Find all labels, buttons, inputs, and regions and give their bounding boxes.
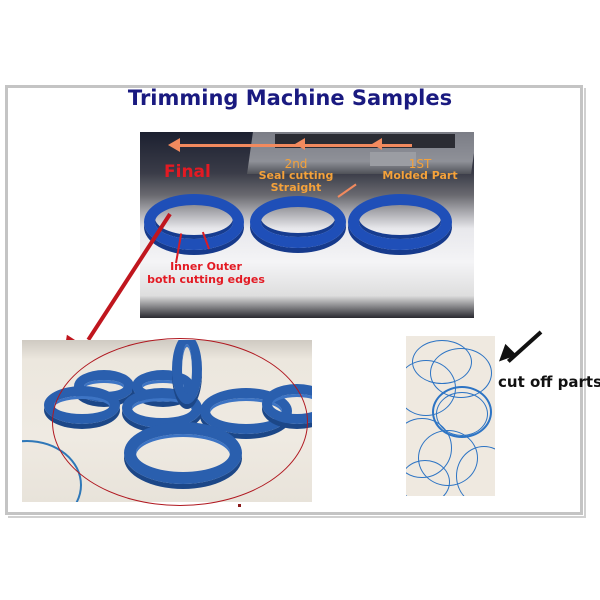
stray-dot bbox=[238, 504, 241, 507]
process-arrow-start-head-icon bbox=[372, 138, 382, 150]
first-step-desc: Molded Part bbox=[382, 169, 458, 182]
cutoff-ring bbox=[456, 446, 495, 496]
red-highlight-ellipse bbox=[52, 338, 308, 506]
second-step-desc-1: Seal cutting bbox=[258, 169, 334, 182]
slide-frame-shadow bbox=[8, 88, 586, 518]
first-step-label: 1ST Molded Part bbox=[365, 158, 474, 182]
final-seal-ring bbox=[144, 194, 244, 250]
cutting-edges-line-2: both cutting edges bbox=[147, 273, 265, 286]
second-step-title: 2nd bbox=[284, 157, 308, 171]
slide-title: Trimming Machine Samples bbox=[127, 86, 453, 110]
process-arrow-head-icon bbox=[168, 138, 180, 152]
cut-off-parts-photo bbox=[406, 336, 495, 496]
process-arrow-mid-head-icon bbox=[295, 138, 305, 150]
cutting-edges-line-1: Inner Outer bbox=[170, 260, 242, 273]
final-label: Final bbox=[164, 162, 211, 182]
cutting-edges-label: Inner Outer both cutting edges bbox=[146, 260, 266, 286]
second-step-desc-2: Straight bbox=[270, 181, 322, 194]
cut-off-parts-label: cut off parts bbox=[498, 373, 600, 391]
top-sample-photo: Final 2nd Seal cutting Straight 1ST Mold… bbox=[140, 132, 474, 318]
cutoff-ring bbox=[406, 460, 450, 496]
first-step-title: 1ST bbox=[408, 157, 432, 171]
molded-part-ring bbox=[348, 194, 452, 250]
process-arrow-line bbox=[174, 144, 412, 147]
laptop-trackpad bbox=[370, 152, 416, 166]
second-step-label: 2nd Seal cutting Straight bbox=[246, 158, 346, 194]
straight-cut-seal-ring bbox=[250, 196, 346, 248]
